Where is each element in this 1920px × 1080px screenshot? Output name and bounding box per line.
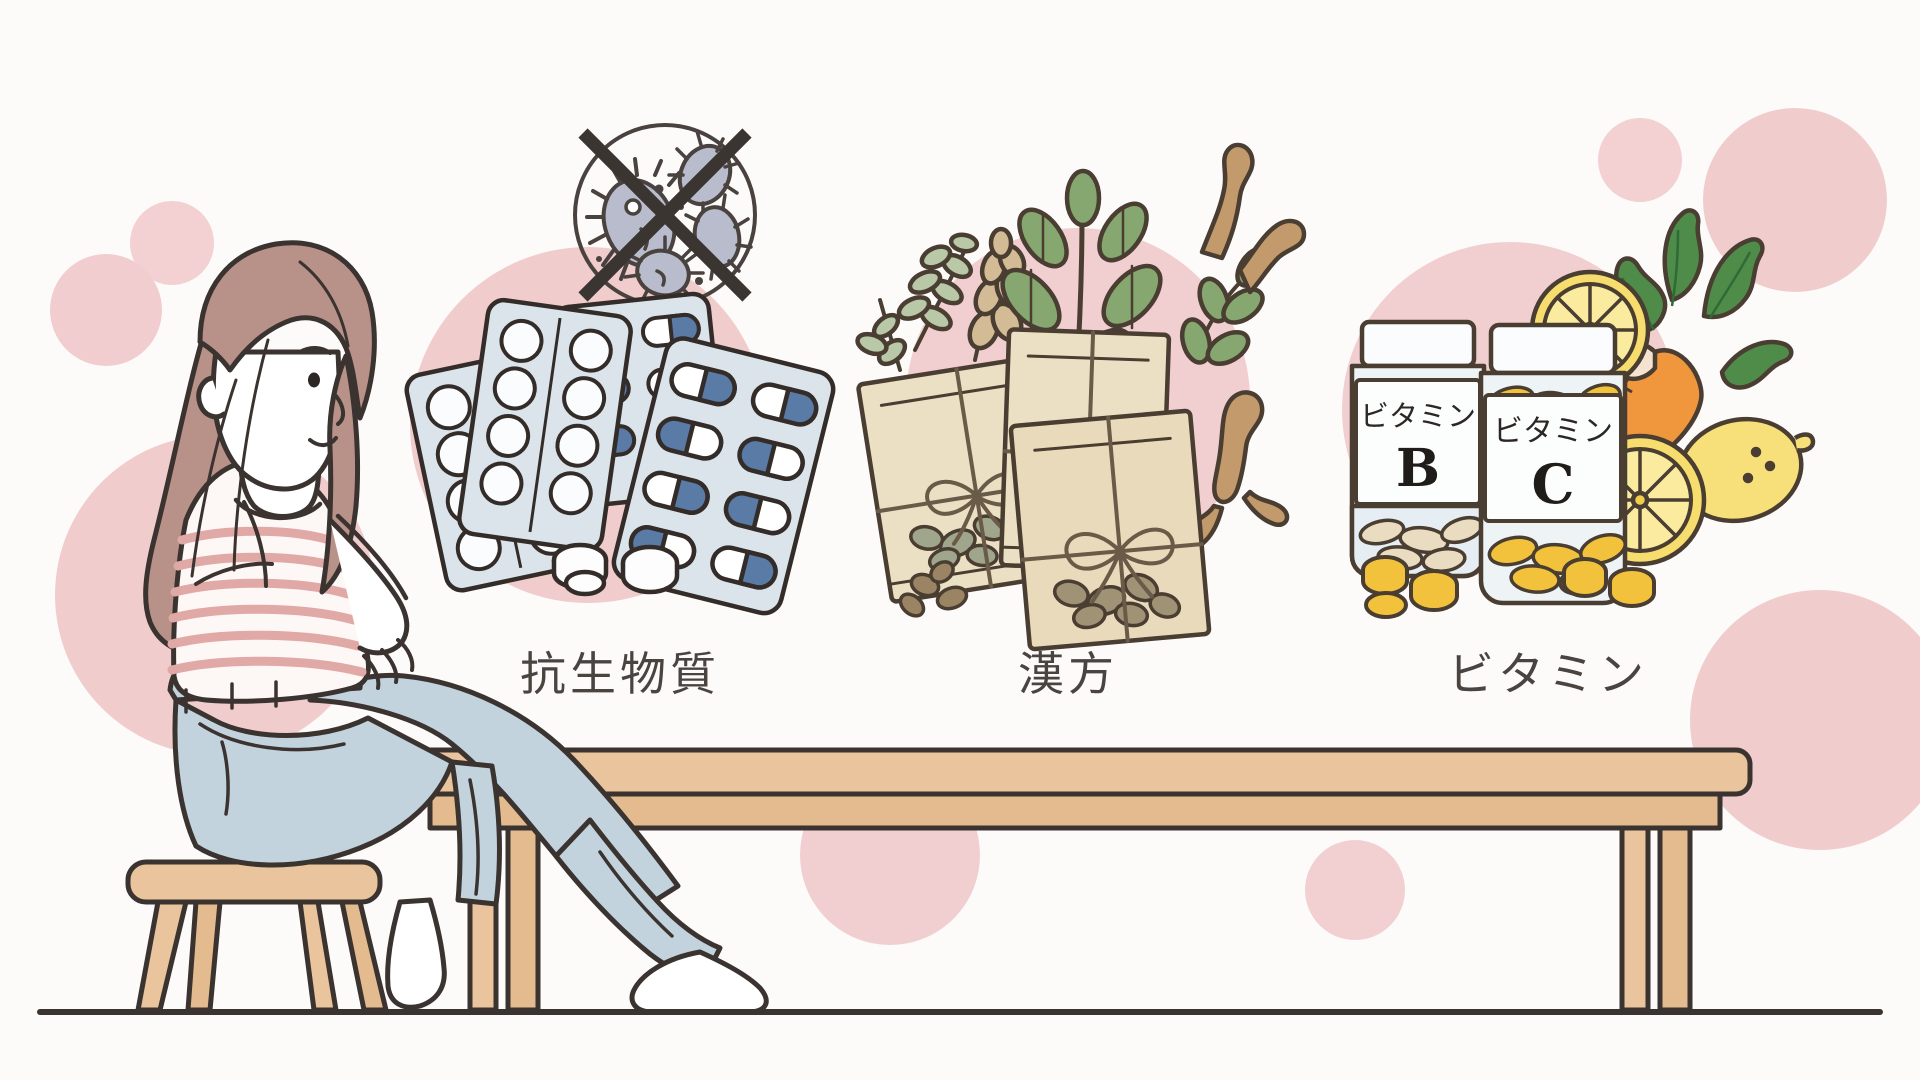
vitamin-b-letter: B [1396, 438, 1440, 499]
label-antibiotics: 抗生物質 [520, 647, 720, 701]
vitamin-b-label: ビタミン [1360, 399, 1476, 433]
pink-circle [50, 254, 162, 366]
pink-circle [130, 201, 214, 285]
label-vitamin: ビタミン [1448, 647, 1648, 701]
vitamin-c-letter: C [1532, 452, 1575, 516]
pink-circle [1305, 840, 1405, 940]
vitamin-c-label: ビタミン [1493, 414, 1613, 449]
label-kampo: 漢方 [1018, 647, 1118, 701]
pink-circle [1598, 118, 1682, 202]
